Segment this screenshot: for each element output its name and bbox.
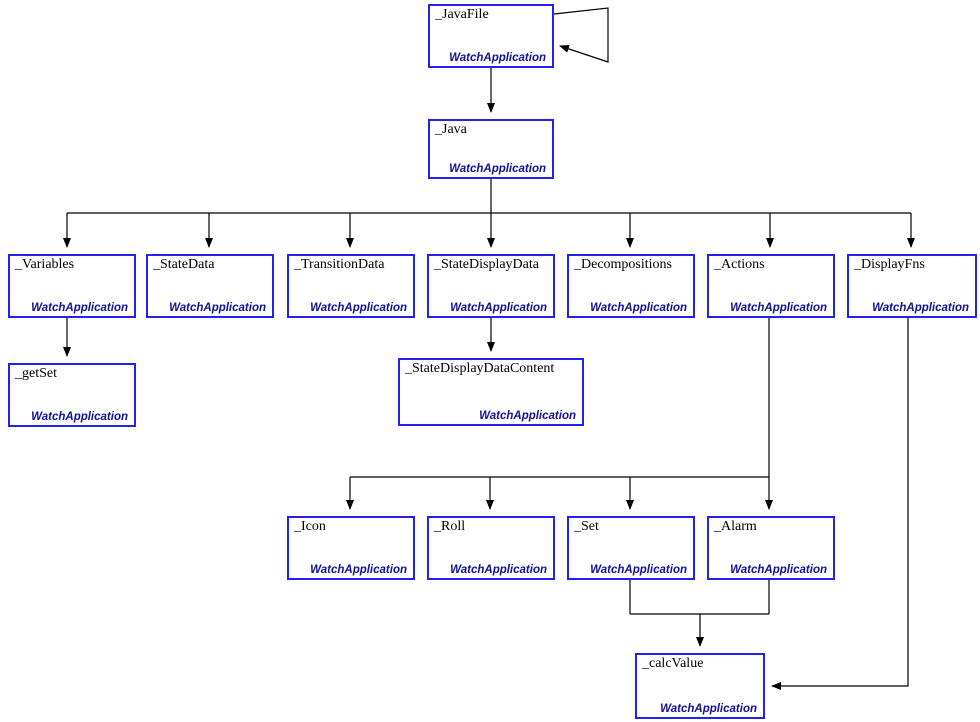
edge-setalarm-calcvalue	[629, 580, 770, 647]
node-title: _StateDisplayData	[434, 257, 539, 272]
node-stereotype: WatchApplication	[31, 411, 128, 423]
node-title: _getSet	[15, 366, 57, 381]
node-stereotype: WatchApplication	[730, 302, 827, 314]
node-title: _JavaFile	[435, 7, 489, 22]
node-stereotype: WatchApplication	[872, 302, 969, 314]
node-stereotype: WatchApplication	[169, 302, 266, 314]
node-title: _Actions	[714, 257, 765, 272]
node-stereotype: WatchApplication	[479, 410, 576, 422]
edge-displayfns-calcvalue	[771, 318, 909, 690]
node-stereotype: WatchApplication	[310, 564, 407, 576]
node-title: _StateData	[153, 257, 215, 272]
node-stereotype: WatchApplication	[449, 163, 546, 175]
node-stereotype: WatchApplication	[660, 703, 757, 715]
node-title: _Set	[574, 519, 599, 534]
node-stereotype: WatchApplication	[450, 564, 547, 576]
node-stereotype: WatchApplication	[730, 564, 827, 576]
node-title: _Roll	[434, 519, 466, 534]
node-title: _TransitionData	[294, 257, 385, 272]
node-stereotype: WatchApplication	[590, 564, 687, 576]
node-title: _Variables	[15, 257, 75, 272]
edge-java-children	[63, 179, 915, 248]
node-title: _DisplayFns	[854, 257, 925, 272]
node-stereotype: WatchApplication	[590, 302, 687, 314]
edge-javafile-self	[553, 7, 609, 63]
node-stereotype: WatchApplication	[31, 302, 128, 314]
node-stereotype: WatchApplication	[450, 302, 547, 314]
node-title: _StateDisplayDataContent	[405, 361, 555, 376]
node-title: _Decompositions	[574, 257, 672, 272]
node-title: _Java	[435, 122, 467, 137]
node-title: _Alarm	[714, 519, 757, 534]
node-stereotype: WatchApplication	[449, 52, 546, 64]
node-title: _calcValue	[642, 656, 704, 671]
node-title: _Icon	[294, 519, 326, 534]
node-stereotype: WatchApplication	[310, 302, 407, 314]
